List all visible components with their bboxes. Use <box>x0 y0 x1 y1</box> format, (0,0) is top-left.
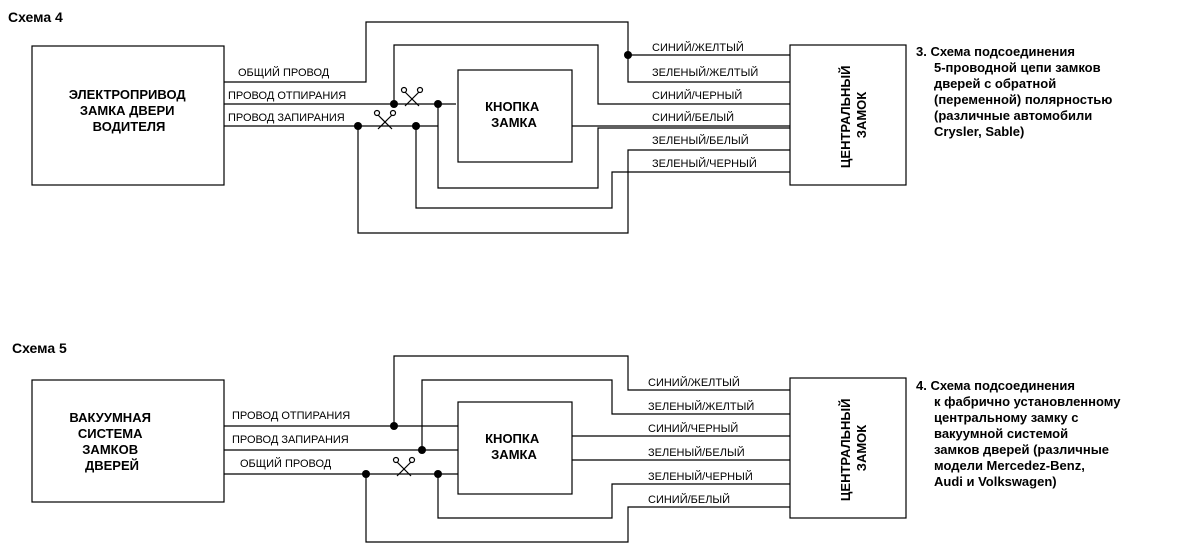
scheme4-cut-icon <box>400 86 424 107</box>
scheme5-actuator-label: ВАКУУМНАЯ СИСТЕМА ЗАМКОВ ДВЕРЕЙ <box>69 410 154 473</box>
scheme5-output-4: ЗЕЛЕНЫЙ/БЕЛЫЙ <box>648 446 745 459</box>
scheme4-central-label: ЦЕНТРАЛЬНЫЙ ЗАМОК <box>838 62 869 168</box>
scheme5-output-2: ЗЕЛЕНЫЙ/ЖЕЛТЫЙ <box>648 400 754 413</box>
scheme5-junctions <box>362 422 442 478</box>
scheme5-central-box <box>789 377 907 519</box>
scheme4-output-5: ЗЕЛЕНЫЙ/БЕЛЫЙ <box>652 134 749 147</box>
scheme4-output-2: ЗЕЛЕНЫЙ/ЖЕЛТЫЙ <box>652 66 758 79</box>
scheme5-wires <box>224 355 790 543</box>
scheme4-note: 3. Схема подсоединения 5-проводной цепи … <box>916 44 1116 139</box>
scheme5-output-1: СИНИЙ/ЖЕЛТЫЙ <box>648 376 740 389</box>
scheme5-actuator-box <box>31 379 225 503</box>
scheme4-output-6: ЗЕЛЕНЫЙ/ЧЕРНЫЙ <box>652 157 757 170</box>
scheme4-output-4: СИНИЙ/БЕЛЫЙ <box>652 111 734 124</box>
scheme4-output-1: СИНИЙ/ЖЕЛТЫЙ <box>652 41 744 54</box>
scheme4-button-box <box>457 69 573 163</box>
scheme5-cut-icon <box>392 456 416 477</box>
scheme4-input-common: ОБЩИЙ ПРОВОД <box>238 66 330 79</box>
scheme4-input-lock: ПРОВОД ЗАПИРАНИЯ <box>228 112 345 124</box>
scheme4-central-box <box>789 44 907 186</box>
scheme5-output-3: СИНИЙ/ЧЕРНЫЙ <box>648 422 738 435</box>
scheme5-button-box <box>457 401 573 495</box>
scheme5-output-5: ЗЕЛЕНЫЙ/ЧЕРНЫЙ <box>648 470 753 483</box>
scheme5-output-6: СИНИЙ/БЕЛЫЙ <box>648 493 730 506</box>
scheme5-title: Схема 5 <box>12 340 67 356</box>
scheme5-input-lock: ПРОВОД ЗАПИРАНИЯ <box>232 434 349 446</box>
scheme4-output-3: СИНИЙ/ЧЕРНЫЙ <box>652 89 742 102</box>
scheme5-central-label: ЦЕНТРАЛЬНЫЙ ЗАМОК <box>838 395 869 501</box>
scheme5-input-unlock: ПРОВОД ОТПИРАНИЯ <box>232 410 350 422</box>
scheme5-button-label: КНОПКА ЗАМКА <box>485 431 543 462</box>
scheme4-actuator-label: ЭЛЕКТРОПРИВОД ЗАМКА ДВЕРИ ВОДИТЕЛЯ <box>69 87 190 134</box>
scheme4-cut-icon <box>373 109 397 130</box>
scheme4-button-label: КНОПКА ЗАМКА <box>485 99 543 130</box>
scheme4-wires <box>224 21 790 234</box>
scheme4-actuator-box <box>31 45 225 186</box>
scheme4-title: Схема 4 <box>8 9 63 25</box>
scheme4-junctions <box>354 51 632 130</box>
scheme5-input-common: ОБЩИЙ ПРОВОД <box>240 457 332 470</box>
scheme4-input-unlock: ПРОВОД ОТПИРАНИЯ <box>228 90 346 102</box>
scheme5-note: 4. Схема подсоединения к фабрично устано… <box>916 378 1124 489</box>
